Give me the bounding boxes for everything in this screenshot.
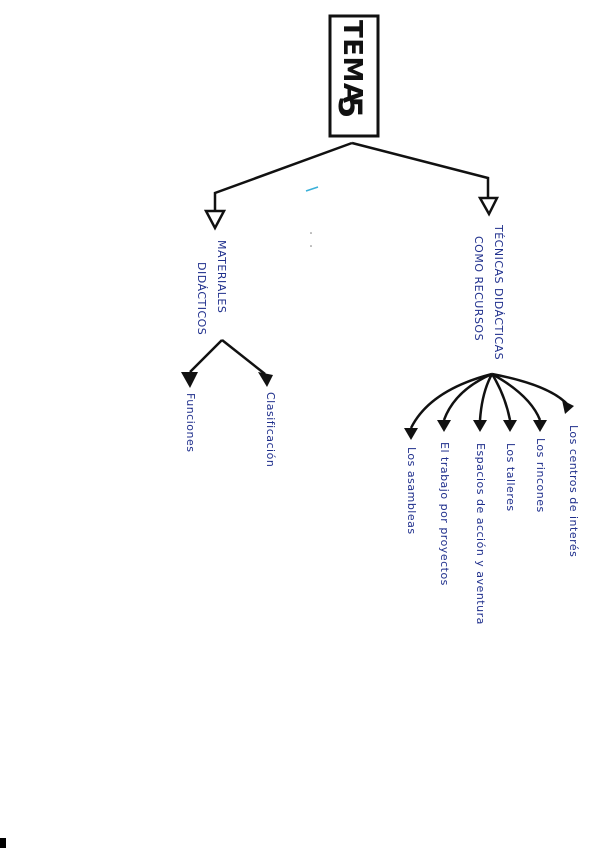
connector-to-materials xyxy=(213,141,353,210)
pen-speck xyxy=(305,186,319,192)
node-espacios-accion: Espacios de acción y aventura xyxy=(474,443,487,625)
scan-mark xyxy=(0,838,6,848)
title-word: TEMA xyxy=(337,20,367,104)
arrowhead-tecnicas xyxy=(477,196,500,217)
node-clasificacion: Clasificación xyxy=(264,392,277,468)
node-rincones: Los rincones xyxy=(534,438,547,513)
arrowhead-clasificacion xyxy=(258,372,273,387)
dot-speck xyxy=(310,245,312,247)
node-centros-interes: Los centros de interés xyxy=(567,425,580,558)
connector-funciones xyxy=(189,339,223,373)
fan-connectors xyxy=(409,372,569,429)
node-funciones: Funciones xyxy=(184,393,197,453)
dot-speck xyxy=(310,232,312,234)
arrowhead-funciones xyxy=(181,372,198,388)
materiales-label-line2: DIDÁCTICOS xyxy=(195,262,208,336)
connector-clasificacion xyxy=(221,339,266,375)
node-trabajo-proyectos: El trabajo por proyectos xyxy=(438,442,451,586)
fan-arrowheads xyxy=(404,400,574,440)
arrowhead-materials xyxy=(203,209,227,231)
node-talleres: Los talleres xyxy=(504,443,517,512)
tecnicas-label-line2: COMO RECURSOS xyxy=(472,236,485,342)
tecnicas-label-line1: TÉCNICAS DIDÁCTICAS xyxy=(492,225,505,361)
title-box xyxy=(328,14,380,138)
connector-to-tecnicas xyxy=(351,141,490,197)
materiales-label-line1: MATERIALES xyxy=(215,240,228,314)
title-number: 5 xyxy=(331,96,369,119)
node-asambleas: Los asambleas xyxy=(405,447,418,535)
